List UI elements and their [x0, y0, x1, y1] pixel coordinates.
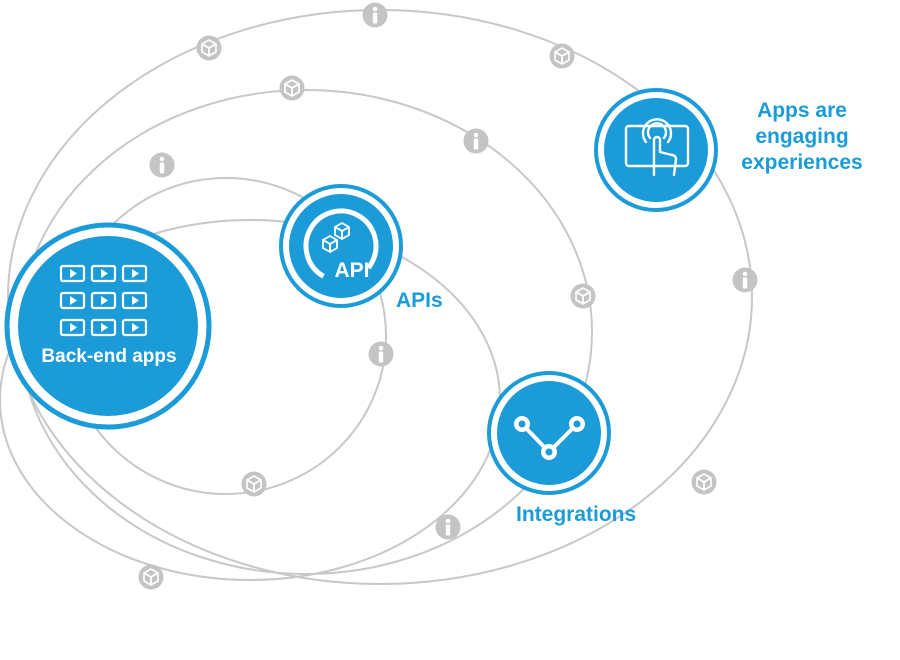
- node-integrations[interactable]: [487, 371, 611, 495]
- play-glyphs: [70, 269, 139, 332]
- node-backend-apps[interactable]: [4, 222, 212, 430]
- cube-icon[interactable]: [241, 471, 267, 497]
- video-grid-icon: [59, 264, 148, 337]
- node-apis[interactable]: API: [279, 184, 403, 308]
- info-icon[interactable]: [463, 128, 489, 154]
- integrations-label: Integrations: [516, 503, 637, 526]
- backend-apps-label: Back-end apps: [41, 346, 177, 367]
- node-apps[interactable]: [594, 88, 718, 212]
- api-cubes-icon: [322, 222, 350, 253]
- cube-icon[interactable]: [549, 43, 575, 69]
- cube-icon[interactable]: [691, 469, 717, 495]
- info-icon[interactable]: [435, 514, 461, 540]
- info-icon[interactable]: [149, 152, 175, 178]
- cube-icon[interactable]: [570, 283, 596, 309]
- cube-icon[interactable]: [279, 75, 305, 101]
- cube-icon[interactable]: [196, 35, 222, 61]
- info-icon[interactable]: [368, 341, 394, 367]
- info-icon[interactable]: [362, 2, 388, 28]
- cube-icon[interactable]: [138, 564, 164, 590]
- apps-label: Apps are engaging experiences: [741, 99, 863, 174]
- apis-label: APIs: [396, 289, 443, 312]
- info-icon[interactable]: [732, 267, 758, 293]
- network-nodes-icon: [514, 416, 585, 460]
- api-badge-text: API: [334, 259, 369, 282]
- touch-screen-icon: [624, 118, 690, 177]
